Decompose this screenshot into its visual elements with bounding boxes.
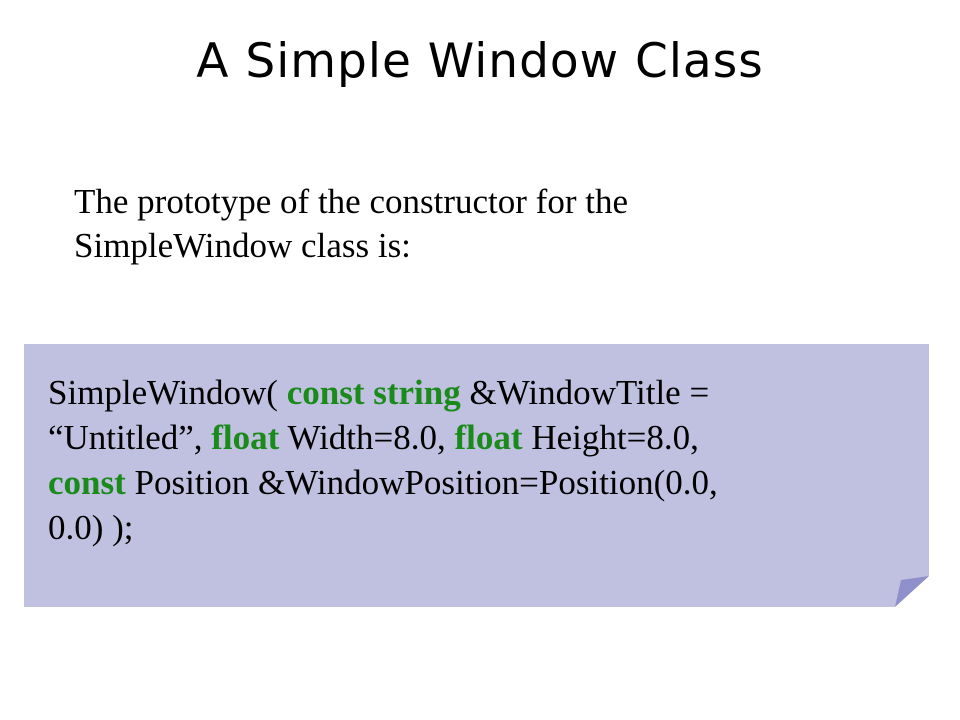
- code-token: Height=8.0,: [522, 418, 699, 457]
- code-line: const Position &WindowPosition=Position(…: [48, 460, 908, 505]
- code-keyword: const string: [286, 373, 461, 412]
- code-token: Position &WindowPosition=Position(0.0,: [125, 463, 718, 502]
- code-token: Width=8.0,: [279, 418, 455, 457]
- code-line: “Untitled”, float Width=8.0, float Heigh…: [48, 415, 908, 460]
- code-line: SimpleWindow( const string &WindowTitle …: [48, 370, 908, 415]
- intro-line: SimpleWindow class is:: [74, 226, 411, 265]
- code-keyword: float: [211, 418, 280, 457]
- code-keyword: const: [48, 463, 126, 502]
- constructor-prototype: SimpleWindow( const string &WindowTitle …: [48, 370, 908, 550]
- code-token: 0.0) );: [48, 508, 134, 547]
- note-background: [24, 344, 929, 607]
- intro-line: The prototype of the constructor for the: [74, 182, 628, 221]
- intro-paragraph: The prototype of the constructor for the…: [74, 180, 834, 268]
- code-note-box: SimpleWindow( const string &WindowTitle …: [24, 344, 929, 607]
- slide-title: A Simple Window Class: [196, 34, 764, 89]
- code-token: &WindowTitle =: [460, 373, 710, 412]
- code-token: “Untitled”,: [48, 418, 212, 457]
- code-keyword: float: [454, 418, 523, 457]
- code-line: 0.0) );: [48, 505, 908, 550]
- code-token: SimpleWindow(: [48, 373, 287, 412]
